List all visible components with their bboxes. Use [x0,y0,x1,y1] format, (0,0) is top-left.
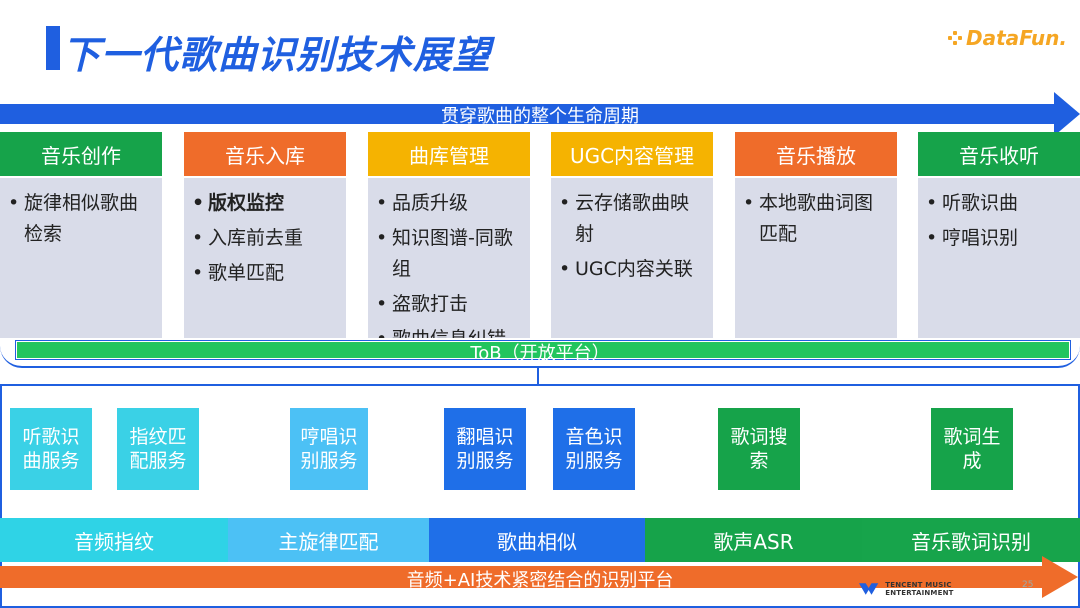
stage-item-list: 听歌识曲哼唱识别 [918,178,1080,254]
tech-segment: 歌曲相似 [429,518,645,562]
tob-bar [15,340,1071,360]
title-accent-bar [46,26,60,70]
stage-card: 音乐入库版权监控入库前去重歌单匹配 [184,132,346,338]
service-box: 歌词生成 [931,408,1013,490]
datafun-logo-text: DataFun. [966,26,1067,50]
stage-item: 听歌识曲 [926,188,1074,219]
tech-segment: 音频指纹 [0,518,228,562]
platform-arrow-shaft [0,566,1050,588]
service-box: 歌词搜索 [718,408,800,490]
tob-label: ToB（开放平台） [470,343,610,364]
stage-item: 入库前去重 [192,223,340,254]
stage-card: UGC内容管理云存储歌曲映射 UGC内容关联 [551,132,713,338]
datafun-logo: DataFun. [948,24,1067,52]
service-box: 指纹匹配服务 [117,408,199,490]
stage-item-list: 旋律相似歌曲检索 [0,178,162,250]
stage-header: 音乐收听 [918,132,1080,178]
bracket-tip [537,366,543,386]
stage-item: 知识图谱-同歌组 [376,223,524,285]
stage-item: 云存储歌曲映射 [559,188,707,250]
lifecycle-arrow-label: 贯穿歌曲的整个生命周期 [441,106,639,127]
stage-item: 版权监控 [192,188,340,219]
stage-item-list: 本地歌曲词图匹配 [735,178,897,250]
page-title: 下一代歌曲识别技术展望 [62,33,492,77]
bracket-left [0,346,540,368]
stage-card: 曲库管理品质升级知识图谱-同歌组盗歌打击歌曲信息纠错 [368,132,530,338]
platform-arrow-label: 音频+AI技术紧密结合的识别平台 [406,570,674,591]
lifecycle-arrow-shaft [0,104,1058,124]
platform-arrow: 音频+AI技术紧密结合的识别平台 [0,556,1080,598]
service-box: 哼唱识别服务 [290,408,368,490]
stage-header: 曲库管理 [368,132,530,178]
stage-item-list: 品质升级知识图谱-同歌组盗歌打击歌曲信息纠错 [368,178,530,338]
stage-header: 音乐播放 [735,132,897,178]
arrow-right-icon [1054,92,1080,136]
stage-item: 歌单匹配 [192,258,340,289]
stage-header: 音乐入库 [184,132,346,178]
service-box: 听歌识曲服务 [10,408,92,490]
tech-segment: 主旋律匹配 [228,518,429,562]
stage-item-list: 云存储歌曲映射 UGC内容关联 [551,178,713,285]
platform-frame [0,384,1080,608]
tme-logo-icon [858,583,879,595]
stage-item: 本地歌曲词图匹配 [743,188,891,250]
tech-segment: 歌声ASR [645,518,862,562]
bracket-right [540,346,1080,368]
tme-logo: TENCENT MUSIC ENTERTAINMENT [858,578,1018,600]
tme-brand-text: TENCENT MUSIC ENTERTAINMENT [885,581,954,597]
stage-header: UGC内容管理 [551,132,713,178]
stage-item: 品质升级 [376,188,524,219]
service-box: 翻唱识别服务 [444,408,526,490]
datafun-logo-icon [948,29,964,47]
stage-item-list: 版权监控入库前去重歌单匹配 [184,178,346,289]
stage-card: 音乐收听听歌识曲哼唱识别 [918,132,1080,338]
stage-item: UGC内容关联 [559,254,707,285]
page-number: 25 [1022,580,1034,590]
stage-card: 音乐播放本地歌曲词图匹配 [735,132,897,338]
stage-card: 音乐创作旋律相似歌曲检索 [0,132,162,338]
stage-header: 音乐创作 [0,132,162,178]
stage-item: 盗歌打击 [376,289,524,320]
stage-item: 哼唱识别 [926,223,1074,254]
stage-item: 旋律相似歌曲检索 [8,188,156,250]
arrow-right-icon [1042,556,1078,598]
lifecycle-arrow: 贯穿歌曲的整个生命周期 [0,92,1080,136]
stage-item: 歌曲信息纠错 [376,324,524,338]
tech-segment: 音乐歌词识别 [862,518,1080,562]
service-box: 音色识别服务 [553,408,635,490]
